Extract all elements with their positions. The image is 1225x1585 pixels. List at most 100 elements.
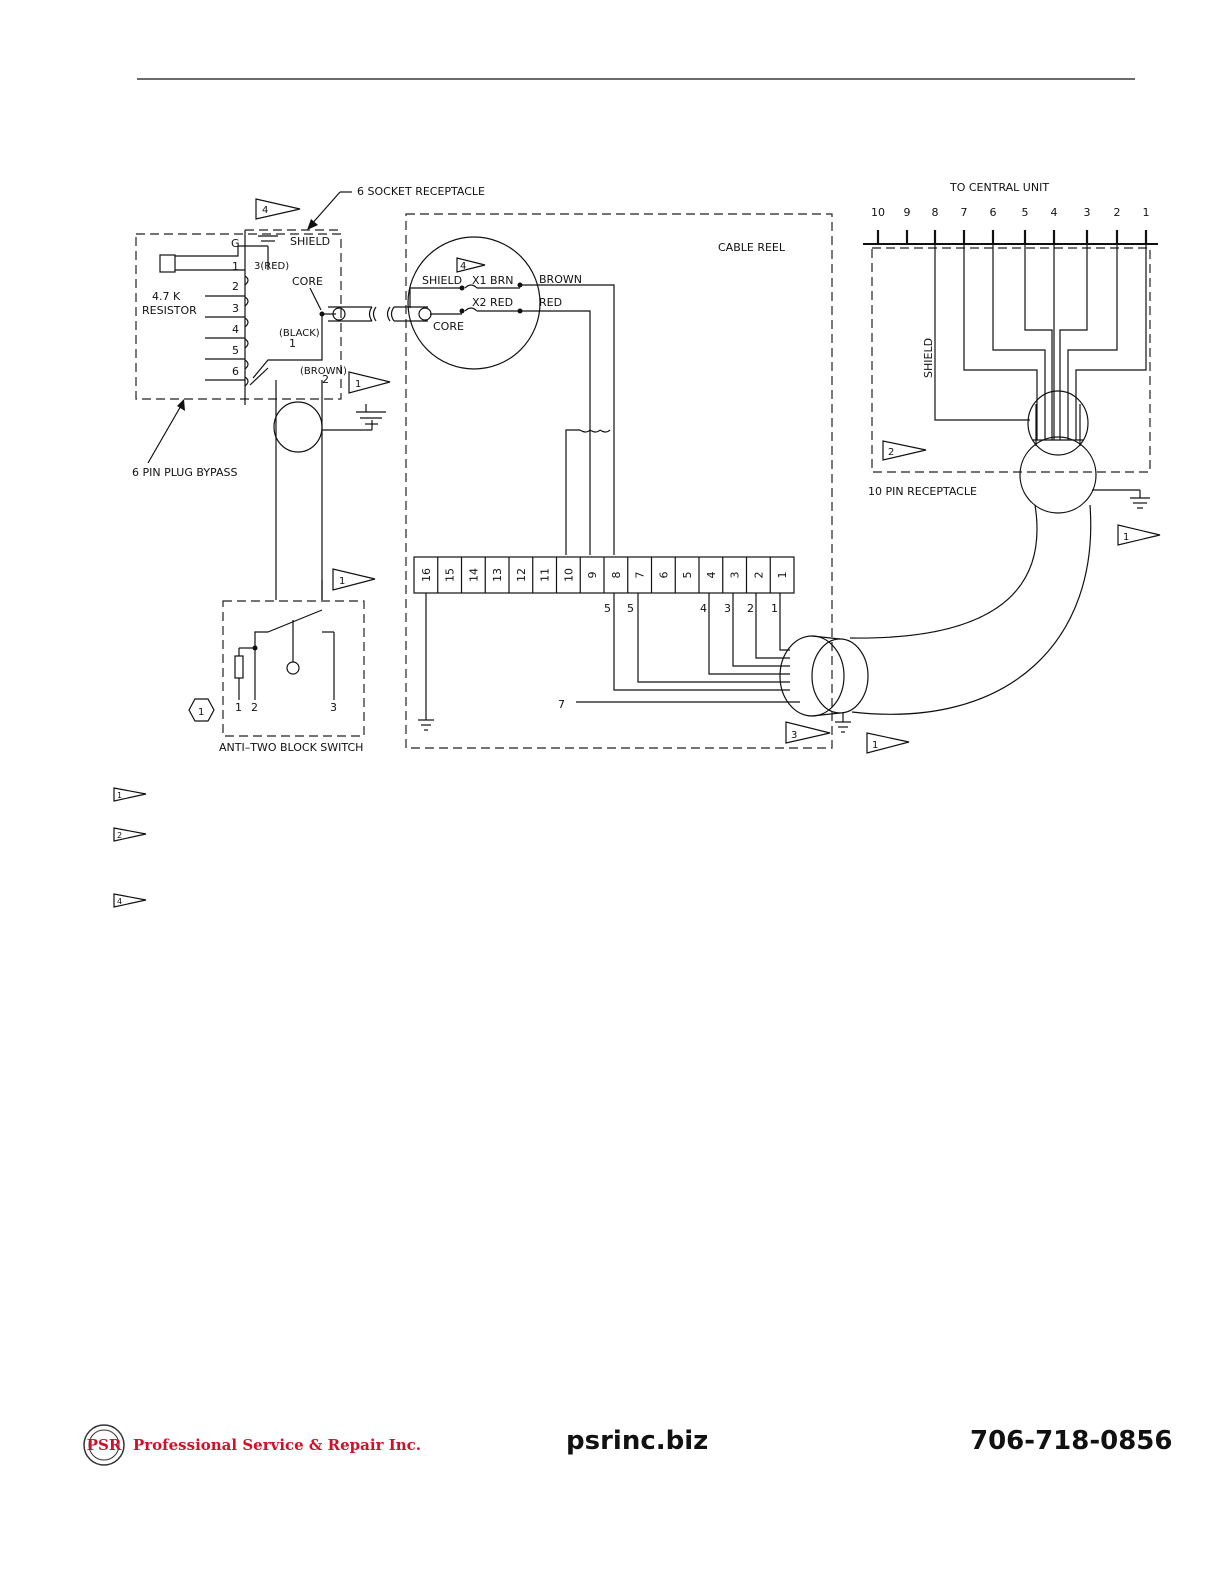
website-link[interactable]: psrinc.biz [566,1426,709,1456]
black-wire-label: (BLACK) [279,328,320,339]
svg-text:2: 2 [117,831,122,840]
terminal-1: 1 [776,572,789,579]
x1-brn-label: X1 BRN [472,274,513,287]
brown-wire-label: (BROWN) [300,366,347,377]
plug-bypass-box [135,233,342,400]
wire-label-7: 5 [627,602,634,615]
red-wire [520,310,591,555]
to-central-unit-label: TO CENTRAL UNIT [949,181,1049,194]
cable-reel-label: CABLE REEL [718,241,786,254]
receptacle-cable-end [1019,436,1097,514]
main-cable-lower [851,504,1092,715]
note-flag-3: 3 [785,721,831,744]
logo-text: PSR [86,1436,122,1454]
svg-text:1: 1 [198,707,204,718]
wire-label-4: 4 [700,602,707,615]
central-unit-pin-4: 4 [1051,206,1058,219]
plug-pin-5: 5 [232,344,239,357]
plug-cable-section [273,401,323,453]
note-list-4: 4 [113,893,147,908]
terminal-13: 13 [491,568,504,582]
coax-connector-left [328,306,377,322]
svg-text:1: 1 [355,379,361,390]
svg-text:4: 4 [262,205,268,216]
central-unit-pin-10: 10 [871,206,885,219]
ten-pin-receptacle-box [871,247,1151,473]
switch-contact [267,609,323,633]
red-wire-label: 3(RED) [254,261,289,272]
switch-pin-3: 3 [330,701,337,714]
terminal-16: 16 [420,568,433,582]
terminal-7: 7 [634,572,647,579]
terminal-wire-labels: 5 5 4 3 2 1 [604,602,778,615]
central-unit-pin-9: 9 [904,206,911,219]
resistor-label: RESISTOR [142,304,197,317]
wire-label-1: 1 [771,602,778,615]
svg-text:1: 1 [872,740,878,751]
note-hex-1: 1 [188,698,215,722]
terminal-12: 12 [515,568,528,582]
socket-core-label: CORE [292,275,323,288]
phone-number[interactable]: 706-718-0856 [970,1426,1173,1456]
svg-text:2: 2 [888,447,894,458]
plug-pin-4: 4 [232,323,239,336]
note-list-2: 2 [113,827,147,842]
note-flag-1-switch: 1 [332,568,376,591]
central-unit-pin-3: 3 [1084,206,1091,219]
terminal-6: 6 [657,572,670,579]
psr-logo-icon [83,1424,125,1466]
reel-core-label: CORE [433,320,464,333]
svg-text:1: 1 [339,576,345,587]
socket-wire-1: 1 [289,337,296,350]
svg-text:4: 4 [460,261,466,272]
note-flag-4: 4 [255,198,301,220]
central-unit-pin-6: 6 [990,206,997,219]
socket-leader-line [309,191,341,227]
plug-bypass-label: 6 PIN PLUG BYPASS [132,466,237,479]
cable-reel-box [405,213,833,749]
receptacle-shield-label: SHIELD [922,338,935,378]
central-unit-pin-1: 1 [1143,206,1150,219]
terminal-5: 5 [681,572,694,579]
svg-text:1: 1 [117,791,122,800]
reel-shield-label: SHIELD [422,274,462,287]
x2-red-label: X2 RED [472,296,513,309]
ten-pin-receptacle-label: 10 PIN RECEPTACLE [868,485,977,498]
plug-pin-2: 2 [232,280,239,293]
central-unit-pin-2: 2 [1114,206,1121,219]
wire-label-2: 2 [747,602,754,615]
slip-ring-detail-circle [407,236,541,370]
terminal-9: 9 [586,572,599,579]
receptacle-cable-section [1027,390,1089,456]
plug-pin-3: 3 [232,302,239,315]
note-flag-1-receptacle: 1 [1117,524,1161,546]
wire-label-7-input: 7 [558,698,565,711]
terminal-10: 10 [562,568,575,582]
svg-text:1: 1 [1123,532,1129,543]
terminal-4: 4 [705,572,718,579]
socket-wire-2: 2 [322,373,329,386]
resistor-symbol [159,254,176,273]
terminal-8: 8 [610,572,623,579]
brown-wire [520,284,615,555]
red-label: RED [539,296,562,309]
socket-receptacle-label: 6 SOCKET RECEPTACLE [357,185,485,198]
socket-shield-label: SHIELD [290,235,330,248]
svg-text:4: 4 [117,897,122,906]
terminal-3: 3 [729,572,742,579]
terminal-14: 14 [467,568,480,582]
coax-connector-right [386,306,432,322]
plug-pin-1: 1 [232,260,239,273]
wire-label-3: 3 [724,602,731,615]
central-unit-pin-8: 8 [932,206,939,219]
anti-two-block-label: ANTI–TWO BLOCK SWITCH [219,741,363,754]
note-flag-2: 2 [882,440,927,461]
central-unit-pin-7: 7 [961,206,968,219]
resistor-value: 4.7 K [152,290,181,303]
switch-pin-1: 1 [235,701,242,714]
note-flag-4-reel: 4 [456,257,486,273]
company-name: Professional Service & Repair Inc. [133,1436,421,1454]
